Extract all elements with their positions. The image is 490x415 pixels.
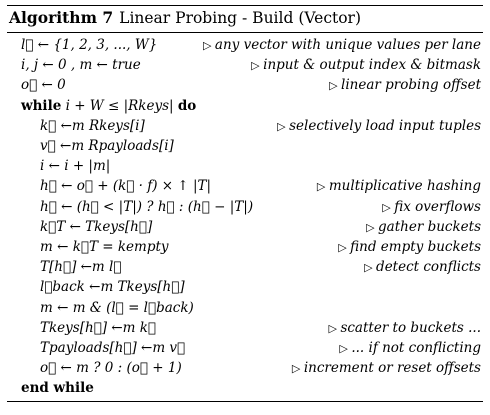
algorithm-line: m ← m & (l⃗ = l⃗back) — [7, 297, 483, 317]
algorithm-line: m ← k⃗T = kempty find empty buckets — [7, 237, 483, 257]
algorithm-line: h⃗ ← (h⃗ < |T|) ? h⃗ : (h⃗ − |T|) fix ov… — [7, 197, 483, 217]
code-text: m ← k⃗T = kempty — [40, 238, 169, 255]
code-text: l⃗back ←m Tkeys[h⃗] — [40, 279, 185, 296]
algorithm-line: i, j ← 0 , m ← true input & output index… — [7, 55, 483, 75]
code-text: h⃗ ← (h⃗ < |T|) ? h⃗ : (h⃗ − |T|) — [40, 198, 254, 215]
algorithm-line: i ← i + |m| — [7, 156, 483, 176]
code-text: l⃗ ← {1, 2, 3, ..., W} — [21, 37, 158, 54]
code-text: i, j ← 0 , m ← true — [21, 57, 141, 74]
while-keyword: while — [21, 97, 62, 114]
code-text: m ← m & (l⃗ = l⃗back) — [40, 299, 194, 316]
while-condition: i + W ≤ |Rkeys| — [65, 97, 174, 114]
comment-text: fix overflows — [382, 199, 483, 215]
algorithm-line: l⃗ ← {1, 2, 3, ..., W} any vector with u… — [7, 35, 483, 55]
algorithm-title: Linear Probing - Build (Vector) — [119, 8, 362, 27]
comment-text: scatter to buckets ... — [328, 320, 483, 336]
algorithm-line: T[h⃗] ←m l⃗ detect conflicts — [7, 257, 483, 277]
comment-text: detect conflicts — [364, 259, 483, 275]
do-keyword: do — [177, 97, 197, 114]
comment-text: selectively load input tuples — [277, 118, 483, 134]
code-text: i ← i + |m| — [40, 158, 111, 175]
algorithm-box: Algorithm 7 Linear Probing - Build (Vect… — [7, 5, 483, 403]
top-rule — [7, 5, 483, 6]
algorithm-line: k⃗ ←m Rkeys[i] selectively load input tu… — [7, 116, 483, 136]
header-rule — [7, 32, 483, 33]
comment-text: any vector with unique values per lane — [203, 37, 483, 53]
comment-text: linear probing offset — [329, 77, 483, 93]
code-text: h⃗ ← o⃗ + (k⃗ · f) × ↑ |T| — [40, 178, 212, 195]
algorithm-line: o⃗ ← 0 linear probing offset — [7, 75, 483, 95]
algorithm-label: Algorithm 7 — [9, 8, 114, 27]
end-while-keyword: end while — [21, 380, 94, 397]
comment-text: gather buckets — [366, 219, 483, 235]
code-text: k⃗ ←m Rkeys[i] — [40, 117, 145, 134]
code-text: T[h⃗] ←m l⃗ — [40, 259, 122, 276]
algorithm-line: v⃗ ←m Rpayloads[i] — [7, 136, 483, 156]
algorithm-line: h⃗ ← o⃗ + (k⃗ · f) × ↑ |T| multiplicativ… — [7, 176, 483, 196]
code-text: o⃗ ← 0 — [21, 77, 66, 94]
algorithm-line: while i + W ≤ |Rkeys| do — [7, 96, 483, 116]
code-text: o⃗ ← m ? 0 : (o⃗ + 1) — [40, 360, 182, 377]
comment-text: ... if not conflicting — [339, 340, 483, 356]
algorithm-line: k⃗T ← Tkeys[h⃗] gather buckets — [7, 217, 483, 237]
algorithm-line: o⃗ ← m ? 0 : (o⃗ + 1) increment or reset… — [7, 358, 483, 378]
algorithm-body: l⃗ ← {1, 2, 3, ..., W} any vector with u… — [7, 33, 483, 398]
comment-text: find empty buckets — [338, 239, 483, 255]
comment-text: input & output index & bitmask — [251, 57, 483, 73]
end-while-statement: end while — [21, 380, 94, 396]
code-text: k⃗T ← Tkeys[h⃗] — [40, 218, 153, 235]
algorithm-line: Tpayloads[h⃗] ←m v⃗ ... if not conflicti… — [7, 338, 483, 358]
code-text: Tpayloads[h⃗] ←m v⃗ — [40, 339, 186, 356]
comment-text: multiplicative hashing — [317, 178, 483, 194]
algorithm-line: Tkeys[h⃗] ←m k⃗ scatter to buckets ... — [7, 318, 483, 338]
comment-text: increment or reset offsets — [292, 360, 483, 376]
algorithm-line: l⃗back ←m Tkeys[h⃗] — [7, 277, 483, 297]
while-statement: while i + W ≤ |Rkeys| do — [21, 98, 196, 114]
algorithm-header: Algorithm 7 Linear Probing - Build (Vect… — [7, 6, 483, 29]
code-text: v⃗ ←m Rpayloads[i] — [40, 138, 174, 155]
code-text: Tkeys[h⃗] ←m k⃗ — [40, 319, 157, 336]
bottom-rule — [7, 401, 483, 403]
algorithm-line: end while — [7, 378, 483, 398]
